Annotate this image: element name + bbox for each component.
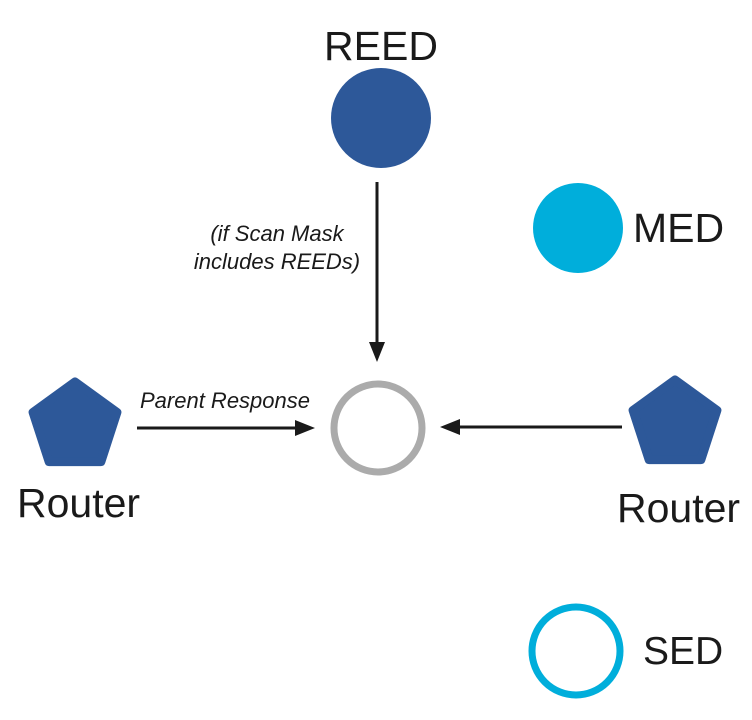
sed-node-circle: [528, 603, 624, 699]
joiner-node-circle: [330, 380, 426, 476]
router-left-label: Router: [17, 480, 141, 526]
reed-node-label: REED: [324, 23, 438, 69]
med-node-label: MED: [633, 205, 725, 251]
router-right-pentagon: [628, 375, 722, 465]
scan-mask-note-line1: (if Scan Mask: [210, 221, 344, 246]
router-right-label: Router: [617, 485, 741, 531]
router-left-pentagon: [28, 377, 122, 467]
scan-mask-note-line2: includes REEDs): [193, 249, 361, 274]
parent-response-note: Parent Response: [140, 388, 310, 413]
scan-mask-note: (if Scan Mask includes REEDs): [194, 220, 360, 276]
med-node-circle: [533, 183, 623, 273]
reed-node-circle: [331, 68, 431, 168]
sed-node-label: SED: [643, 630, 724, 673]
